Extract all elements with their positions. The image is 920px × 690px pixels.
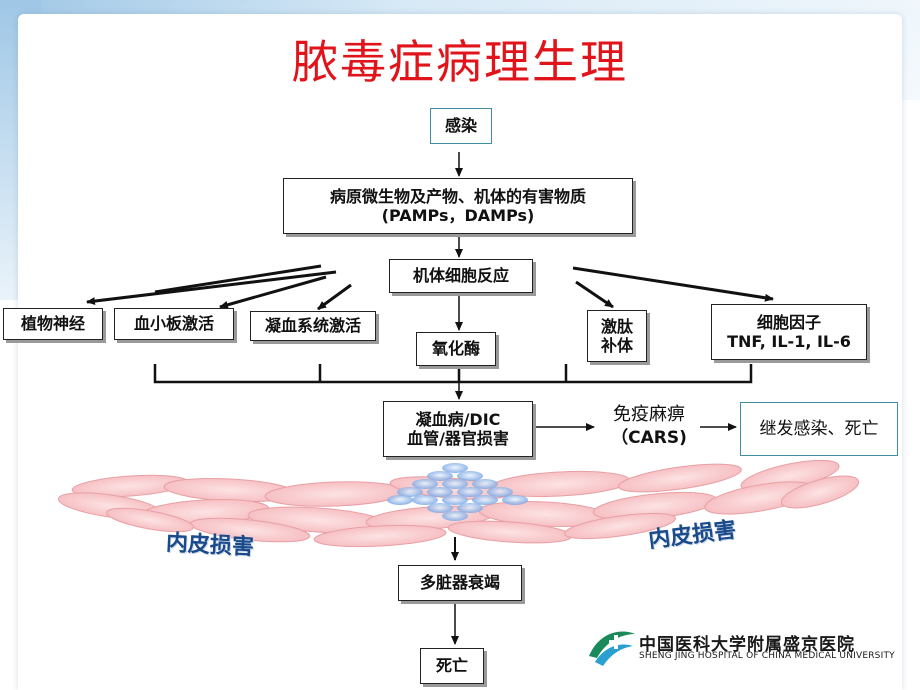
node-kinin: 激肽 补体 <box>587 310 647 362</box>
blood-cell <box>472 479 498 489</box>
node-cell-response-label: 机体细胞反应 <box>412 266 509 286</box>
blood-cell <box>397 487 423 497</box>
endothelial-cell <box>264 481 406 507</box>
arrow-response-to-coagulation-system <box>317 283 352 311</box>
node-platelet: 血小板激活 <box>114 308 234 340</box>
node-mods: 多脏器衰竭 <box>398 565 522 601</box>
arrow-response-to-autonomic <box>86 270 337 306</box>
node-secondary-label: 继发感染、死亡 <box>759 418 879 439</box>
node-infection: 感染 <box>430 108 492 144</box>
endothelial-cell <box>106 507 194 533</box>
node-cytokine-line1: 细胞因子 <box>756 312 821 332</box>
blood-cell <box>457 471 483 481</box>
collector-bracket <box>153 364 753 384</box>
hospital-emblem-icon <box>589 631 635 666</box>
node-autonomic-label: 植物神经 <box>20 314 85 334</box>
node-cytokine-line2: TNF, IL-1, IL-6 <box>727 332 851 351</box>
endothelial-cell <box>564 512 676 540</box>
node-pathogen-line2: (PAMPs，DAMPs) <box>381 206 535 225</box>
node-immune-line2: （CARS) <box>611 428 687 449</box>
node-kinin-line1: 激肽 <box>600 316 633 336</box>
blood-cell <box>457 487 483 497</box>
blood-cell <box>457 503 483 513</box>
endothelial-cell <box>313 524 447 548</box>
node-secondary: 继发感染、死亡 <box>740 402 898 456</box>
node-immune-line1: 免疫麻痹 <box>613 404 685 425</box>
node-kinin-line2: 补体 <box>600 336 633 355</box>
node-coagulation-system: 凝血系统激活 <box>250 311 376 341</box>
blood-cell <box>427 471 453 481</box>
arrow-response-to-kinin <box>575 280 614 309</box>
blood-cell <box>442 463 468 473</box>
blood-cell <box>412 495 438 505</box>
node-coagulopathy-line2: 血管/器官损害 <box>407 429 509 448</box>
node-oxidase-label: 氧化酶 <box>431 339 480 359</box>
node-platelet-label: 血小板激活 <box>133 314 214 334</box>
connector-arrows <box>86 152 774 645</box>
endothelial-label-left: 内皮损害 <box>165 530 255 561</box>
node-infection-label: 感染 <box>444 116 477 136</box>
arrow-response-to-left-upper <box>154 264 322 294</box>
blood-cell <box>487 487 513 497</box>
node-coagulation-system-label: 凝血系统激活 <box>264 316 361 336</box>
page-title: 脓毒症病理生理 <box>292 35 628 89</box>
node-mods-label: 多脏器衰竭 <box>419 573 500 593</box>
blood-cell <box>502 495 528 505</box>
hospital-name-en: SHENG JING HOSPITAL OF CHINA MEDICAL UNI… <box>639 651 895 661</box>
node-immune: 免疫麻痹 （CARS) <box>597 403 701 450</box>
node-coagulopathy: 凝血病/DIC 血管/器官损害 <box>383 401 533 457</box>
node-oxidase: 氧化酶 <box>416 332 496 366</box>
blood-cell-cluster <box>387 463 528 521</box>
endothelial-cell <box>618 463 742 493</box>
blood-cell <box>472 495 498 505</box>
blood-cell <box>442 479 468 489</box>
node-pathogen-line1: 病原微生物及产物、机体的有害物质 <box>329 186 586 206</box>
arrow-response-to-cytokine <box>572 266 774 302</box>
endothelial-cell <box>780 475 860 509</box>
endothelial-cell <box>489 470 631 498</box>
node-autonomic: 植物神经 <box>3 308 103 340</box>
node-cell-response: 机体细胞反应 <box>389 259 533 293</box>
hospital-name-cn: 中国医科大学附属盛京医院 <box>639 635 855 655</box>
blood-cell <box>387 495 413 505</box>
blood-cell <box>412 479 438 489</box>
hospital-logo: 中国医科大学附属盛京医院 SHENG JING HOSPITAL OF CHIN… <box>585 626 895 668</box>
node-coagulopathy-line1: 凝血病/DIC <box>415 409 501 429</box>
blood-cell <box>442 495 468 505</box>
blood-cell <box>427 487 453 497</box>
node-cytokine: 细胞因子 TNF, IL-1, IL-6 <box>711 304 867 360</box>
blood-cell <box>442 511 468 521</box>
node-death: 死亡 <box>420 648 484 684</box>
node-pathogen: 病原微生物及产物、机体的有害物质 (PAMPs，DAMPs) <box>283 178 633 234</box>
blood-cell <box>427 503 453 513</box>
node-death-label: 死亡 <box>435 656 468 676</box>
arrow-response-to-platelet <box>219 275 327 309</box>
